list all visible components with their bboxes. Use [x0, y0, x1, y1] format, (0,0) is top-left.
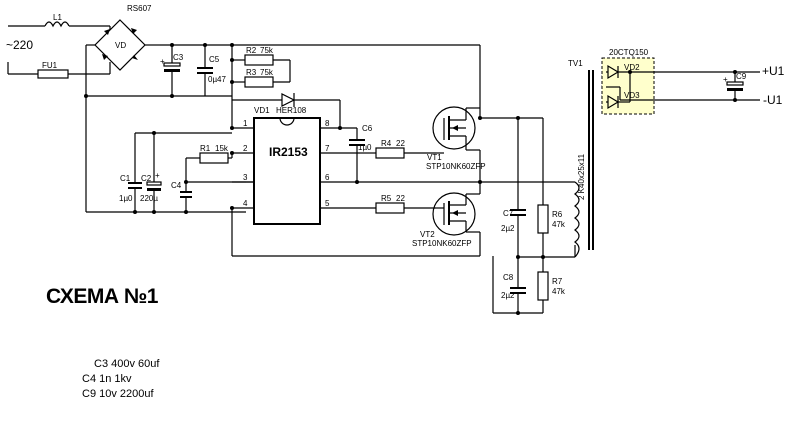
r2-label: R2 [246, 46, 257, 55]
c5-value: 0µ47 [208, 75, 227, 84]
inductor-l1: L1 [44, 13, 110, 28]
c9-plus: + [723, 75, 728, 84]
c9-label: C9 [736, 72, 747, 81]
c1-value: 1µ0 [119, 194, 133, 203]
pin-6: 6 [325, 173, 330, 182]
bridge-rectifier-rs607: VD RS607 [86, 4, 160, 74]
capacitor-c5: C5 0µ47 [197, 45, 227, 96]
positive-rail [160, 43, 481, 118]
r6-value: 47k [552, 220, 566, 229]
r2-value: 75k [260, 46, 274, 55]
timing-network: R1 15k C4 C1 1µ0 C2 + 220µ [119, 131, 254, 214]
capacitor-c6: C6 1µ0 [338, 124, 373, 182]
r3-label: R3 [246, 68, 257, 77]
c8-value: 2µ2 [501, 291, 515, 300]
pin-5: 5 [325, 199, 330, 208]
half-bridge-divider: C7 2µ2 R6 47k C8 2µ2 R7 47k [480, 116, 575, 315]
pin-4: 4 [243, 199, 248, 208]
c6-label: C6 [362, 124, 373, 133]
bridge-ref-label: VD [115, 41, 126, 50]
note-c3: C3 400v 60uf [94, 358, 160, 370]
pin-8: 8 [325, 119, 330, 128]
r5-label: R5 [381, 194, 392, 203]
chip-ir2153: IR2153 1 2 3 4 5 6 7 8 [230, 117, 480, 225]
pin-2: 2 [243, 144, 248, 153]
mains-voltage-label: ~220 [6, 38, 33, 52]
output-capacitor-c9: + C9 +U1 -U1 [620, 64, 785, 107]
vd1-label: VD1 [254, 106, 270, 115]
r6-label: R6 [552, 210, 563, 219]
c2-label: C2 [141, 174, 152, 183]
vt2-label: VT2 [420, 230, 435, 239]
c3-label: C3 [173, 53, 184, 62]
component-notes: C3 400v 60uf C4 1n 1kv C9 10v 2200uf [82, 357, 159, 402]
resistors-r2-r3: R2 75k R3 75k [230, 45, 291, 100]
r4-value: 22 [396, 139, 405, 148]
output-minus-label: -U1 [763, 93, 783, 107]
output-plus-label: +U1 [762, 64, 785, 78]
mosfet-vt1: VT1 STP10NK60ZFP [426, 106, 486, 182]
r7-label: R7 [552, 277, 563, 286]
vt1-label: VT1 [427, 153, 442, 162]
c2-value: 220µ [140, 194, 158, 203]
mosfet-vt2: VT2 STP10NK60ZFP [412, 180, 482, 248]
vt1-value: STP10NK60ZFP [426, 162, 486, 171]
c6-value: 1µ0 [358, 143, 372, 152]
diode-pack-label: 20CTQ150 [609, 48, 649, 57]
ground-return [231, 208, 481, 257]
schematic-title: СХЕМА №1 [46, 285, 158, 308]
diode-vd1: VD1 HER108 [232, 93, 341, 128]
gate-resistor-r4: R4 22 [360, 139, 436, 159]
l1-label: L1 [53, 13, 62, 22]
mains-input: ~220 [6, 25, 45, 75]
r3-value: 75k [260, 68, 274, 77]
c1-label: C1 [120, 174, 131, 183]
vt2-value: STP10NK60ZFP [412, 239, 472, 248]
fu1-label: FU1 [42, 61, 58, 70]
c7-label: C7 [503, 209, 514, 218]
c8-label: C8 [503, 273, 514, 282]
pin-3: 3 [243, 173, 248, 182]
c4-label: C4 [171, 181, 182, 190]
pin-1: 1 [243, 119, 248, 128]
gate-resistor-r5: R5 22 [375, 194, 436, 214]
r7-value: 47k [552, 287, 566, 296]
r4-label: R4 [381, 139, 392, 148]
c5-label: C5 [209, 55, 220, 64]
bridge-name-label: RS607 [127, 4, 152, 13]
pin-7: 7 [325, 144, 330, 153]
r1-value: 15k [215, 144, 229, 153]
vd1-value: HER108 [276, 106, 307, 115]
c3-plus: + [160, 57, 165, 66]
vd2-label: VD2 [624, 63, 640, 72]
capacitor-c3: + C3 [160, 45, 184, 96]
chip-name: IR2153 [269, 145, 308, 159]
tv1-label: TV1 [568, 59, 583, 68]
note-c4: C4 1n 1kv [82, 373, 132, 385]
vd3-label: VD3 [624, 91, 640, 100]
note-c9: C9 10v 2200uf [82, 388, 154, 400]
c7-value: 2µ2 [501, 224, 515, 233]
fuse-fu1: FU1 [37, 61, 110, 79]
r1-label: R1 [200, 144, 211, 153]
tv1-core: 2 K40x25x11 [577, 153, 586, 200]
c2-plus: + [155, 171, 160, 180]
r5-value: 22 [396, 194, 405, 203]
output-rectifier: 20CTQ150 VD2 VD3 [601, 48, 660, 115]
